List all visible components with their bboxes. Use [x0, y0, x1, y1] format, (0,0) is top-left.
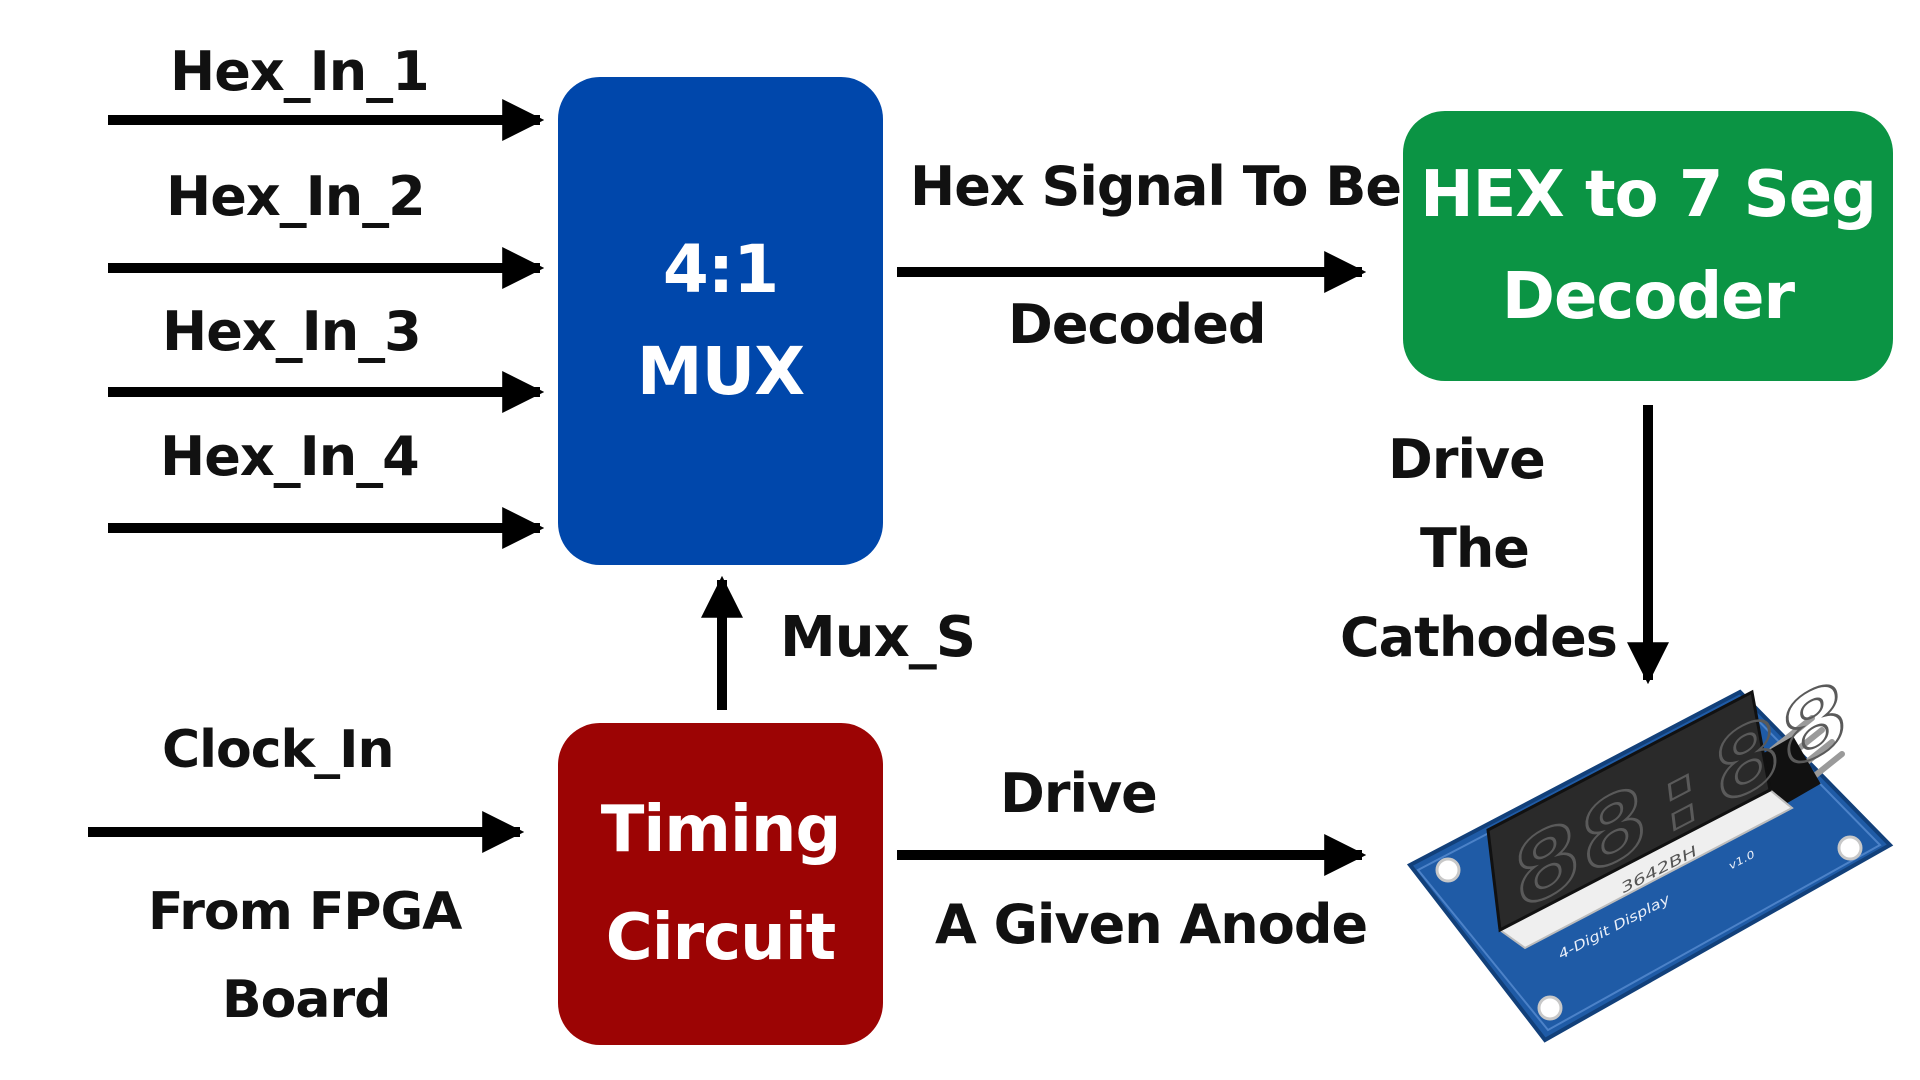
hex-in-4-label: Hex_In_4	[160, 425, 420, 488]
cathodes-label-line3: Cathodes	[1340, 606, 1618, 669]
hex-in-1-label: Hex_In_1	[170, 40, 430, 103]
anode-label-line1: Drive	[1000, 762, 1158, 825]
seven-segment-display-module: 88:88 3642BH 4-Digit Display v1.0	[1406, 680, 1894, 1043]
decoder-block-label-line1: HEX to 7 Seg	[1420, 158, 1877, 232]
cathodes-label-line2: The	[1420, 517, 1530, 580]
anode-label-line2: A Given Anode	[935, 893, 1368, 956]
decoder-block-label-line2: Decoder	[1501, 260, 1795, 334]
clock-in-label: Clock_In	[162, 720, 394, 780]
display-face	[1486, 689, 1772, 933]
hex-in-2-label: Hex_In_2	[166, 165, 426, 228]
mux-block-label-line2: MUX	[636, 333, 805, 410]
mux-block-label-line1: 4:1	[662, 231, 779, 308]
decoder-block: HEX to 7 Seg Decoder	[1403, 111, 1893, 381]
timing-circuit-block: Timing Circuit	[558, 723, 883, 1045]
hex-in-3-label: Hex_In_3	[162, 300, 422, 363]
mux-output-label-line1: Hex Signal To Be	[910, 155, 1402, 218]
mux-output-label-line2: Decoded	[1008, 293, 1266, 356]
mux-select-label: Mux_S	[780, 605, 976, 670]
cathodes-label-line1: Drive	[1388, 428, 1546, 491]
mux-block: 4:1 MUX	[558, 77, 883, 565]
timing-block-label-line1: Timing	[600, 793, 842, 867]
clock-source-label-line2: Board	[222, 970, 391, 1030]
timing-block-label-line2: Circuit	[605, 901, 836, 975]
clock-source-label-line1: From FPGA	[148, 882, 462, 942]
